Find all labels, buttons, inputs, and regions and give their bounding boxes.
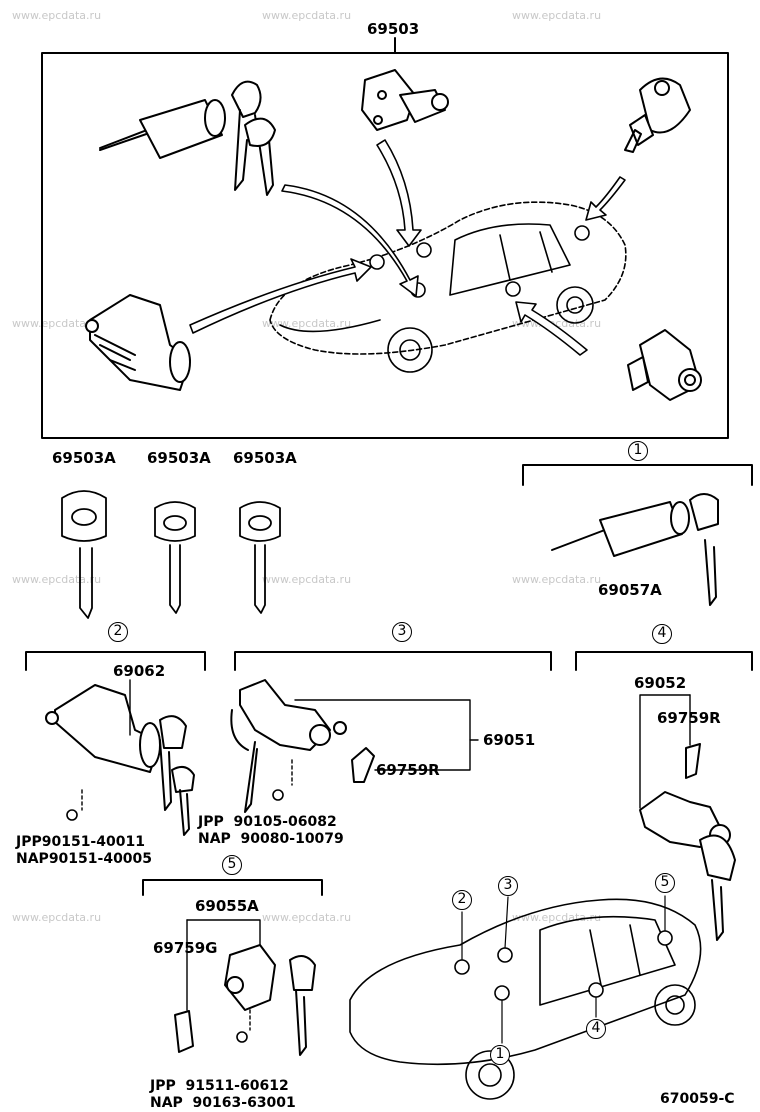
group-4-cylinder-drawing <box>639 743 736 941</box>
group-3-part-lever: 69759R <box>376 761 440 779</box>
group-2-number: 2 <box>108 622 128 642</box>
door-cylinder-top-drawing <box>361 69 449 131</box>
car-location-1: 1 <box>490 1045 510 1065</box>
group-3-leader <box>294 699 471 771</box>
trunk-cylinder-drawing <box>627 329 702 401</box>
group-3-bracket <box>234 651 552 671</box>
group-1-bracket <box>522 464 753 486</box>
car-location-3: 3 <box>498 876 518 896</box>
main-part-number: 69503 <box>367 20 420 38</box>
key-part-number: 69503A <box>147 449 211 467</box>
ignition-cylinder-drawing <box>99 80 276 196</box>
group-5-bracket <box>142 879 323 896</box>
group-1-cylinder-drawing <box>551 493 719 606</box>
watermark: www.epcdata.ru <box>12 9 102 22</box>
watermark: www.epcdata.ru <box>512 911 602 924</box>
group-4-bracket <box>575 651 753 671</box>
group-4-leader <box>639 694 691 809</box>
group-2-part: 69062 <box>113 662 166 680</box>
watermark: www.epcdata.ru <box>262 911 352 924</box>
watermark: www.epcdata.ru <box>512 573 602 586</box>
watermark: www.epcdata.ru <box>12 573 102 586</box>
group-5-bolt-nap: NAP 90163-63001 <box>150 1095 296 1111</box>
watermark: www.epcdata.ru <box>262 9 352 22</box>
group-2-bolt-jpp: JPP90151-40011 <box>16 834 145 850</box>
group-5-bolt-jpp: JPP 91511-60612 <box>150 1078 289 1094</box>
car-bottom-drawing <box>349 895 702 1100</box>
key-2-drawing <box>154 501 196 614</box>
door-cylinder-right-drawing <box>624 77 691 153</box>
figure-code: 670059-C <box>660 1091 735 1107</box>
steering-lock-drawing <box>85 294 191 391</box>
group-2-lock-drawing <box>45 684 195 836</box>
group-4-number: 4 <box>652 624 672 644</box>
watermark: www.epcdata.ru <box>12 317 102 330</box>
main-set-box <box>41 52 729 439</box>
group-2-bracket <box>25 651 206 671</box>
key-part-number: 69503A <box>52 449 116 467</box>
group-5-number: 5 <box>222 855 242 875</box>
key-1-drawing <box>61 490 107 619</box>
group-1-number: 1 <box>628 441 648 461</box>
group-3-part-cylinder: 69051 <box>483 731 536 749</box>
pointer-arrows <box>189 139 626 356</box>
key-part-number: 69503A <box>233 449 297 467</box>
group-5-cylinder-drawing <box>174 944 316 1056</box>
car-location-2: 2 <box>452 890 472 910</box>
car-location-5: 5 <box>655 873 675 893</box>
key-3-drawing <box>239 501 281 614</box>
group-4-part-cylinder: 69052 <box>634 674 687 692</box>
car-top-drawing <box>269 201 627 373</box>
watermark: www.epcdata.ru <box>512 9 602 22</box>
group-1-part: 69057A <box>598 581 662 599</box>
watermark: www.epcdata.ru <box>512 317 602 330</box>
group-3-cylinder-drawing <box>230 679 375 813</box>
group-5-leader <box>186 919 261 946</box>
group-4-part-lever: 69759R <box>657 709 721 727</box>
group-3-bolt-nap: NAP 90080-10079 <box>198 831 344 847</box>
watermark: www.epcdata.ru <box>12 911 102 924</box>
group-3-number: 3 <box>392 622 412 642</box>
watermark: www.epcdata.ru <box>262 317 352 330</box>
car-location-4: 4 <box>586 1019 606 1039</box>
group-5-part-cylinder: 69055A <box>195 897 259 915</box>
group-2-bolt-nap: NAP90151-40005 <box>16 851 153 867</box>
watermark: www.epcdata.ru <box>262 573 352 586</box>
group-5-part-lever: 69759G <box>153 939 218 957</box>
group-3-bolt-jpp: JPP 90105-06082 <box>198 814 337 830</box>
